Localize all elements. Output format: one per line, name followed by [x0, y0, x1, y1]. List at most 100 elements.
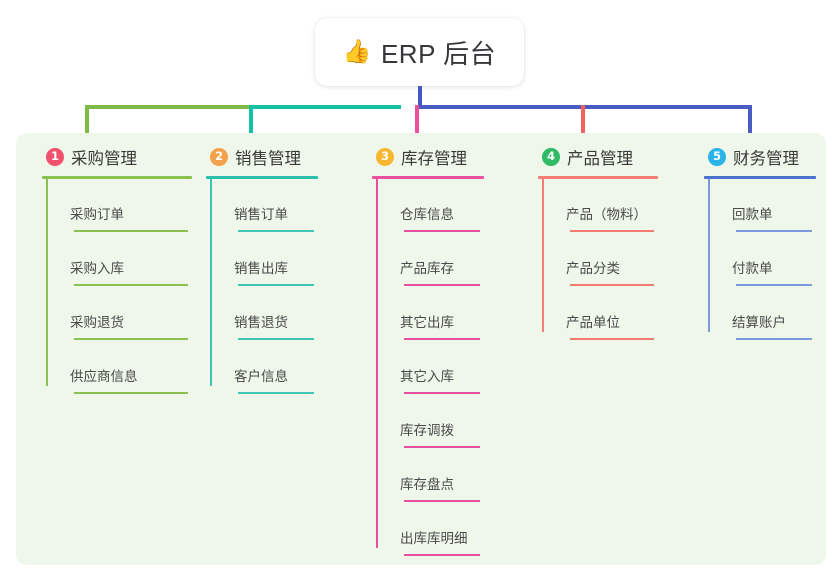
branch-item-label: 销售订单	[234, 207, 288, 222]
branch-item-label: 库存盘点	[400, 477, 454, 492]
branch-title-1[interactable]: 1 采购管理	[42, 144, 192, 170]
connector-bus-teal	[249, 105, 401, 109]
branch-item-underline	[404, 338, 480, 340]
connector-root-stem	[418, 86, 422, 109]
branch-item-underline	[736, 230, 812, 232]
branch-item-label: 其它出库	[400, 315, 454, 330]
branch-title-label: 采购管理	[71, 150, 137, 168]
branch-item-underline	[570, 284, 654, 286]
branch-item-label: 其它入库	[400, 369, 454, 384]
branch-item-list: 销售订单销售出库销售退货客户信息	[206, 179, 318, 395]
branch-item[interactable]: 销售出库	[206, 257, 318, 286]
branch-item[interactable]: 产品单位	[538, 311, 658, 340]
branch-title-label: 财务管理	[733, 150, 799, 168]
branch-spine	[708, 179, 710, 332]
branch-item-underline	[404, 554, 480, 556]
branch-column-3: 3 库存管理仓库信息产品库存其它出库其它入库库存调拨库存盘点出库库明细	[372, 144, 484, 557]
branch-item[interactable]: 结算账户	[704, 311, 816, 340]
branch-item-label: 库存调拨	[400, 423, 454, 438]
root-node-erp-backend[interactable]: 👍 ERP 后台	[315, 18, 524, 86]
number-badge-icon: 5	[708, 148, 726, 166]
number-badge-icon: 1	[46, 148, 64, 166]
branch-title-label: 产品管理	[567, 150, 633, 168]
branch-spine	[542, 179, 544, 332]
branch-item-underline	[238, 392, 314, 394]
branch-item[interactable]: 仓库信息	[372, 203, 484, 232]
number-badge-icon: 3	[376, 148, 394, 166]
number-badge-icon: 4	[542, 148, 560, 166]
branch-item-list: 仓库信息产品库存其它出库其它入库库存调拨库存盘点出库库明细	[372, 179, 484, 557]
branch-panel	[16, 133, 826, 565]
branch-item[interactable]: 产品（物料）	[538, 203, 658, 232]
branch-item[interactable]: 采购订单	[42, 203, 192, 232]
connector-drop-3	[415, 105, 419, 149]
branch-item-underline	[238, 284, 314, 286]
branch-item-label: 销售出库	[234, 261, 288, 276]
branch-title-4[interactable]: 4 产品管理	[538, 144, 658, 170]
branch-column-1: 1 采购管理采购订单采购入库采购退货供应商信息	[42, 144, 192, 395]
branch-item-label: 产品库存	[400, 261, 454, 276]
branch-item[interactable]: 库存调拨	[372, 419, 484, 448]
branch-title-2[interactable]: 2 销售管理	[206, 144, 318, 170]
branch-item-underline	[404, 284, 480, 286]
root-node-title: 👍 ERP 后台	[343, 34, 496, 71]
branch-item-label: 采购退货	[70, 315, 124, 330]
branch-item-underline	[74, 284, 188, 286]
connector-drop-1	[85, 105, 89, 149]
branch-title-underline	[372, 176, 484, 179]
branch-item[interactable]: 其它入库	[372, 365, 484, 394]
branch-title-3[interactable]: 3 库存管理	[372, 144, 484, 170]
branch-item[interactable]: 产品库存	[372, 257, 484, 286]
branch-title-underline	[206, 176, 318, 179]
branch-column-4: 4 产品管理产品（物料） 产品分类产品单位	[538, 144, 658, 341]
branch-item-underline	[404, 446, 480, 448]
branch-item-label: 回款单	[732, 207, 773, 222]
branch-item-label: 产品分类	[566, 261, 620, 276]
connector-drop-4	[581, 105, 585, 149]
branch-item-list: 回款单付款单结算账户	[704, 179, 816, 341]
branch-spine	[210, 179, 212, 386]
branch-item[interactable]: 销售退货	[206, 311, 318, 340]
branch-item[interactable]: 客户信息	[206, 365, 318, 394]
branch-item[interactable]: 采购入库	[42, 257, 192, 286]
branch-item[interactable]: 采购退货	[42, 311, 192, 340]
branch-item-underline	[74, 392, 188, 394]
branch-title-label: 库存管理	[401, 150, 467, 168]
connector-bus-green	[85, 105, 401, 109]
branch-item[interactable]: 出库库明细	[372, 527, 484, 556]
branch-item-underline	[238, 338, 314, 340]
branch-item[interactable]: 库存盘点	[372, 473, 484, 502]
number-badge-icon: 2	[210, 148, 228, 166]
branch-item-list: 采购订单采购入库采购退货供应商信息	[42, 179, 192, 395]
branch-item-underline	[74, 230, 188, 232]
branch-item-label: 采购订单	[70, 207, 124, 222]
connector-drop-2	[249, 105, 253, 149]
branch-item-label: 出库库明细	[400, 531, 468, 546]
branch-title-5[interactable]: 5 财务管理	[704, 144, 816, 170]
branch-title-underline	[42, 176, 192, 179]
branch-spine	[376, 179, 378, 548]
branch-item-label: 付款单	[732, 261, 773, 276]
connector-drop-5	[748, 105, 752, 149]
connector-bus-blue	[418, 105, 752, 109]
branch-column-5: 5 财务管理回款单付款单结算账户	[704, 144, 816, 341]
branch-column-2: 2 销售管理销售订单销售出库销售退货客户信息	[206, 144, 318, 395]
branch-item-label: 客户信息	[234, 369, 288, 384]
branch-title-underline	[704, 176, 816, 179]
branch-item[interactable]: 供应商信息	[42, 365, 192, 394]
branch-item-underline	[74, 338, 188, 340]
branch-spine	[46, 179, 48, 386]
branch-title-label: 销售管理	[235, 150, 301, 168]
branch-item-underline	[404, 392, 480, 394]
branch-item-label: 产品（物料）	[566, 207, 647, 222]
branch-item-label: 供应商信息	[70, 369, 138, 384]
branch-item[interactable]: 其它出库	[372, 311, 484, 340]
branch-item-label: 产品单位	[566, 315, 620, 330]
branch-item-label: 采购入库	[70, 261, 124, 276]
branch-title-underline	[538, 176, 658, 179]
branch-item[interactable]: 产品分类	[538, 257, 658, 286]
branch-item[interactable]: 销售订单	[206, 203, 318, 232]
branch-item[interactable]: 付款单	[704, 257, 816, 286]
branch-item[interactable]: 回款单	[704, 203, 816, 232]
